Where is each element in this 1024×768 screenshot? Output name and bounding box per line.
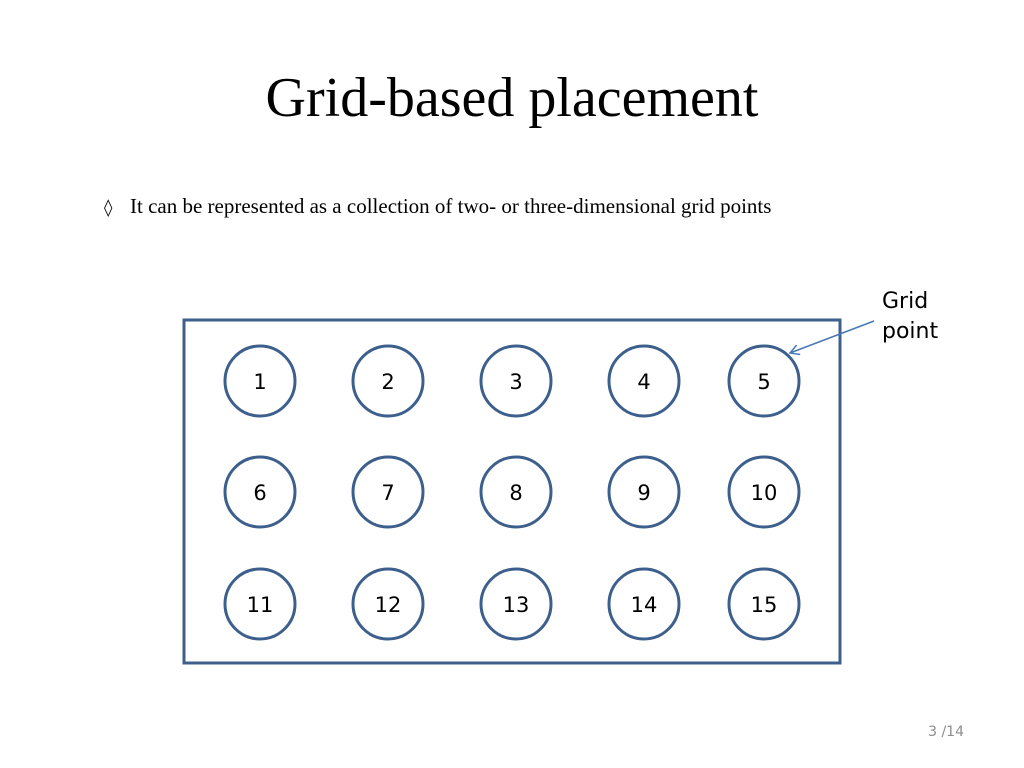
grid-point: 2 (351, 344, 425, 418)
grid-point-label: 14 (631, 593, 658, 617)
grid-point-circle (223, 344, 297, 418)
diamond-bullet-icon: ◊ (104, 198, 113, 218)
bullet-text: It can be represented as a collection of… (130, 194, 772, 218)
slide-title: Grid-based placement (265, 67, 759, 129)
grid-point-circle (351, 344, 425, 418)
grid-point-circle (727, 567, 801, 641)
grid-point: 12 (351, 567, 425, 641)
grid-point-label: 10 (751, 481, 778, 505)
grid-point-label: 15 (751, 593, 778, 617)
grid-point-circle (727, 455, 801, 529)
grid-point-label: 1 (253, 370, 266, 394)
grid-point-circle (479, 455, 553, 529)
grid-point-circle (607, 567, 681, 641)
grid-point-label: 12 (375, 593, 402, 617)
grid-point-circle (223, 455, 297, 529)
grid-point: 13 (479, 567, 553, 641)
grid-point-label: 11 (247, 593, 274, 617)
grid-point: 6 (223, 455, 297, 529)
grid-point-label: 3 (509, 370, 522, 394)
grid-point: 5 (727, 344, 801, 418)
grid-point: 4 (607, 344, 681, 418)
grid-point-circle (351, 567, 425, 641)
grid-point-label: 7 (381, 481, 394, 505)
grid-point-circle (351, 455, 425, 529)
grid-point-label: 2 (381, 370, 394, 394)
grid-point: 15 (727, 567, 801, 641)
grid-point-label: 13 (503, 593, 530, 617)
grid-point: 9 (607, 455, 681, 529)
grid-point: 3 (479, 344, 553, 418)
callout-line-2: point (882, 319, 939, 344)
grid-point-circle (479, 567, 553, 641)
grid-point-label: 4 (637, 370, 650, 394)
grid-point-label: 5 (757, 370, 770, 394)
grid-point: 7 (351, 455, 425, 529)
grid-point-label: 6 (253, 481, 266, 505)
grid-point: 11 (223, 567, 297, 641)
grid-point-circle (607, 455, 681, 529)
grid-point-label: 9 (637, 481, 650, 505)
grid-point-circle (479, 344, 553, 418)
callout-line-1: Grid (882, 289, 929, 314)
grid-point: 8 (479, 455, 553, 529)
grid-point-label: 8 (509, 481, 522, 505)
grid-point: 14 (607, 567, 681, 641)
grid-boundary (182, 318, 842, 665)
grid-point-callout: Grid point (882, 287, 938, 347)
grid-point: 10 (727, 455, 801, 529)
callout-arrow (788, 320, 875, 356)
bullet-point: ◊ It can be represented as a collection o… (104, 192, 984, 222)
grid-point-circle (727, 344, 801, 418)
grid-point-circle (223, 567, 297, 641)
grid-point-circle (607, 344, 681, 418)
grid-point: 1 (223, 344, 297, 418)
page-number: 3 /14 (928, 724, 964, 740)
